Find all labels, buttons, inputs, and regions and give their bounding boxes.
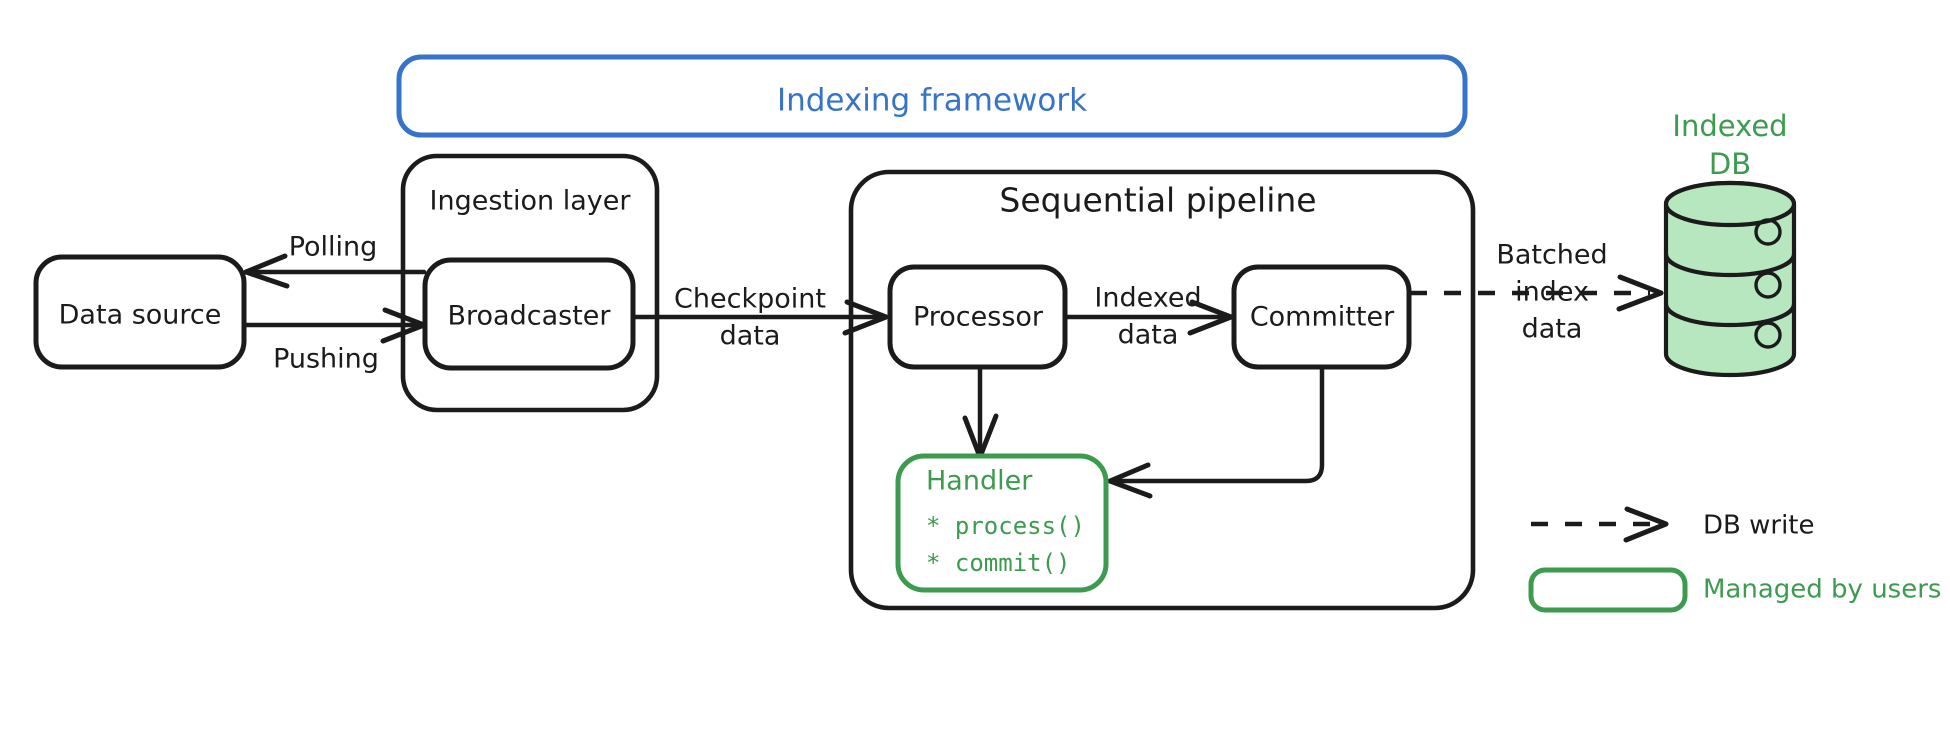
edge-indexed-data: Indexed data xyxy=(1063,283,1234,351)
legend-item-db-write: DB write xyxy=(1531,506,1815,543)
broadcaster-box[interactable] xyxy=(422,257,636,371)
edge-indexed-data-label-line1: Indexed xyxy=(1094,283,1201,314)
edge-batched-label-line2: index xyxy=(1515,277,1589,308)
edge-checkpoint-label-line1: Checkpoint xyxy=(674,284,826,315)
edge-checkpoint-label-line2: data xyxy=(720,321,781,352)
handler-label: Handler xyxy=(926,466,1033,497)
data-source-label: Data source xyxy=(59,300,222,331)
edge-indexed-data-label-line2: data xyxy=(1118,320,1179,351)
handler-box[interactable] xyxy=(895,453,1109,593)
edge-polling: Polling xyxy=(243,232,427,289)
edge-checkpoint-data: Checkpoint data xyxy=(631,284,889,352)
indexed-db-indicator-2 xyxy=(1754,271,1782,299)
edge-pushing-label: Pushing xyxy=(273,344,379,375)
indexing-framework-banner: Indexing framework xyxy=(396,54,1468,138)
indexing-framework-banner-outline xyxy=(396,54,1468,138)
edge-polling-label: Polling xyxy=(289,232,378,263)
legend-label-managed-by-users: Managed by users xyxy=(1703,575,1941,605)
indexing-framework-label: Indexing framework xyxy=(777,83,1087,119)
committer-node[interactable]: Committer xyxy=(1231,264,1412,370)
ingestion-layer-label: Ingestion layer xyxy=(430,186,632,217)
edge-batched-label-line3: data xyxy=(1522,314,1583,345)
processor-node[interactable]: Processor xyxy=(887,264,1068,370)
sequential-pipeline-container[interactable]: Sequential pipeline xyxy=(848,169,1476,611)
indexed-db-band-1 xyxy=(1663,251,1797,278)
ingestion-layer-box[interactable] xyxy=(400,153,660,413)
legend-green-box-icon xyxy=(1528,567,1688,613)
edge-batched-label-line1: Batched xyxy=(1496,240,1607,271)
data-source-node[interactable]: Data source xyxy=(33,254,247,370)
indexed-db-indicator-1 xyxy=(1754,218,1782,246)
data-source-box[interactable] xyxy=(33,254,247,370)
processor-label: Processor xyxy=(913,302,1044,333)
edge-processor-to-handler xyxy=(962,365,999,460)
indexed-db-node[interactable]: Indexed DB xyxy=(1663,109,1797,378)
indexed-db-cylinder-top xyxy=(1663,180,1797,228)
indexed-db-label-line2: DB xyxy=(1709,147,1751,181)
ingestion-layer-container[interactable]: Ingestion layer xyxy=(400,153,660,413)
indexed-db-band-2 xyxy=(1663,301,1797,328)
committer-label: Committer xyxy=(1250,302,1395,333)
legend-label-db-write: DB write xyxy=(1703,511,1815,541)
legend-dashed-arrowhead-icon xyxy=(1623,506,1669,543)
edge-committer-to-handler xyxy=(1107,365,1325,499)
broadcaster-label: Broadcaster xyxy=(448,301,612,332)
indexed-db-indicator-3 xyxy=(1754,321,1782,349)
edge-pushing: Pushing xyxy=(242,307,427,375)
handler-method-commit: * commit() xyxy=(926,549,1071,577)
sequential-pipeline-label: Sequential pipeline xyxy=(999,181,1316,220)
edge-batched-index-data: Batched index data xyxy=(1410,240,1664,345)
handler-method-process: * process() xyxy=(926,512,1085,540)
sequential-pipeline-box[interactable] xyxy=(848,169,1476,611)
broadcaster-node[interactable]: Broadcaster xyxy=(422,257,636,371)
indexed-db-label-line1: Indexed xyxy=(1672,109,1787,143)
handler-node[interactable]: Handler * process() * commit() xyxy=(895,453,1109,593)
legend-item-managed-by-users: Managed by users xyxy=(1528,567,1941,613)
legend: DB write Managed by users xyxy=(1528,506,1941,613)
